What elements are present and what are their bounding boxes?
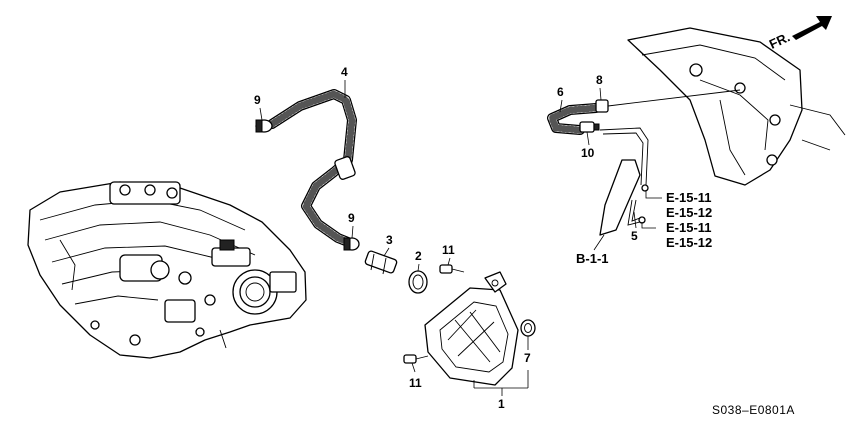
hose-clip [595,89,741,113]
bolt-upper [439,264,465,274]
front-direction-arrow-icon [792,16,832,40]
callout-9-upper: 9 [254,93,261,107]
callout-7: 7 [524,351,531,365]
callout-9-lower: 9 [348,211,355,225]
callout-6: 6 [557,85,564,99]
cylinder-head [627,27,846,186]
breather-chamber [424,271,519,386]
ref-e-15-11-upper: E-15-11 [666,190,712,205]
callout-8: 8 [596,73,603,87]
ref-e-15-11-lower: E-15-11 [666,220,712,235]
drawing-code: S038–E0801A [712,403,795,417]
bolt-lower [403,354,429,364]
hose-clamp-upper [255,119,273,133]
leader-lines [259,80,662,396]
breather-pipe [599,127,649,236]
callout-10: 10 [581,146,595,160]
callout-3: 3 [386,233,393,247]
breather-hose [267,89,357,247]
callout-11-upper: 11 [442,243,455,257]
ref-b-1-1: B-1-1 [576,251,609,266]
hose-clamp-lower [343,237,360,251]
intake-manifold [27,181,307,359]
pcv-valve [364,250,398,275]
o-ring [520,319,536,337]
callout-5: 5 [631,229,638,243]
grommet [408,270,428,294]
ref-e-15-12-lower: E-15-12 [666,235,712,250]
ref-e-15-12-upper: E-15-12 [666,205,712,220]
front-direction-label: FR. [767,29,792,51]
callout-2: 2 [415,249,422,263]
hose-joint [579,121,600,133]
callout-4: 4 [341,65,348,79]
head-breather-hose [547,103,601,135]
callout-11-lower: 11 [409,376,422,390]
callout-1: 1 [498,397,505,411]
